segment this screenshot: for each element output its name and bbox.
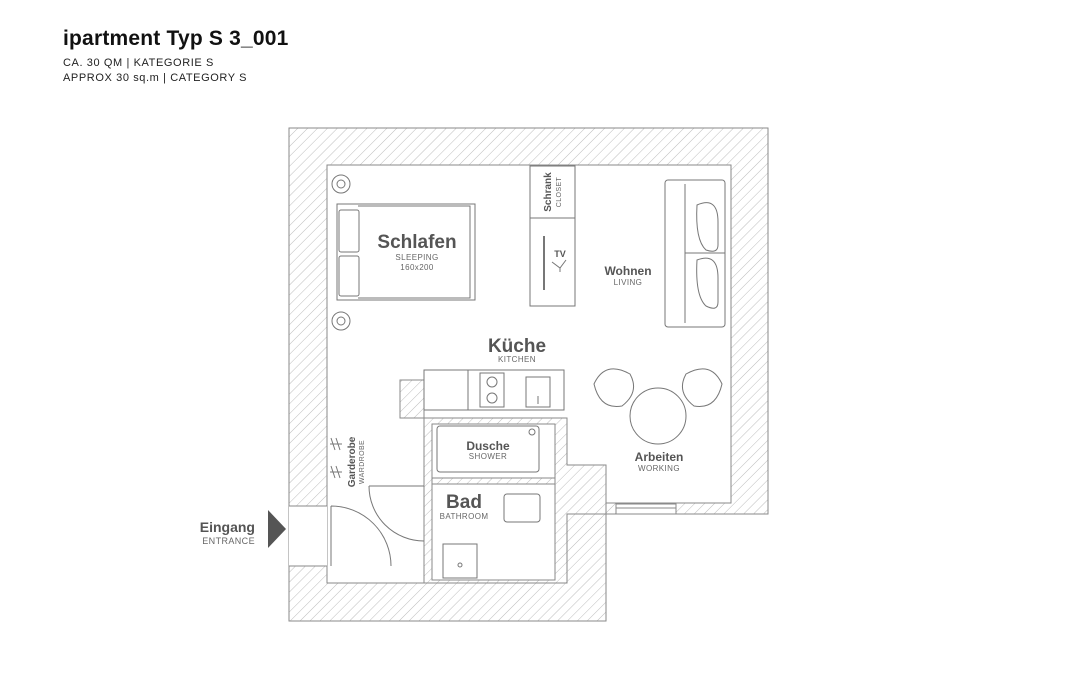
label-eingang: Eingang [200, 519, 255, 535]
label-tv: TV [554, 249, 566, 259]
label-wardrobe: WARDROBE [359, 440, 366, 484]
blanket [358, 205, 471, 299]
label-bathroom: BATHROOM [440, 512, 489, 521]
room-labels: Schlafen SLEEPING 160x200 Wohnen LIVING … [377, 232, 683, 521]
pillow-top [338, 209, 360, 253]
cushion-top [696, 202, 719, 252]
kitchen-sink [525, 376, 551, 408]
window-bottom [615, 503, 677, 515]
toilet [503, 493, 541, 523]
area-category-en: APPROX 30 sq.m | CATEGORY S [63, 72, 248, 84]
bath-partition [431, 477, 556, 485]
header: ipartment Typ S 3_001 CA. 30 QM | KATEGO… [63, 26, 289, 86]
burner-icon-1 [486, 376, 498, 388]
bathroom-wall [399, 379, 607, 584]
walls [288, 127, 769, 622]
pillow-bottom [338, 255, 360, 297]
furniture [330, 165, 726, 579]
tv-cabinet [529, 217, 576, 307]
area-category-de: CA. 30 QM | KATEGORIE S [63, 57, 214, 69]
shower-tray [436, 425, 540, 473]
label-working: WORKING [638, 464, 680, 473]
label-schrank: Schrank [543, 172, 554, 212]
entrance-opening [289, 506, 327, 566]
label-kueche: Küche [488, 336, 546, 357]
label-entrance: ENTRANCE [202, 536, 255, 546]
lamp-icon-top [331, 174, 351, 194]
tv-icon [551, 259, 567, 272]
entrance-door-swing [330, 505, 392, 567]
chair-right [681, 368, 723, 408]
washbasin [442, 543, 478, 579]
label-shower: SHOWER [469, 452, 507, 461]
label-kitchen: KITCHEN [498, 355, 536, 364]
wardrobe-hooks [330, 437, 342, 479]
label-closet: CLOSET [556, 176, 563, 207]
cooktop [479, 372, 505, 408]
label-arbeiten: Arbeiten [635, 450, 684, 464]
bed [336, 203, 476, 301]
entrance-arrow-icon [268, 510, 286, 548]
burner-icon-2 [486, 392, 498, 404]
page-title: ipartment Typ S 3_001 [63, 27, 289, 50]
cushion-bottom [696, 257, 719, 309]
label-schlafen: Schlafen [377, 232, 456, 253]
kitchen-counter [423, 369, 565, 411]
shower-drain [528, 428, 536, 436]
label-sleeping: SLEEPING [395, 253, 438, 262]
label-bad: Bad [446, 492, 482, 513]
label-bed-size: 160x200 [400, 263, 434, 272]
chair-left [593, 368, 635, 408]
label-garderobe: Garderobe [347, 436, 358, 487]
basin-drain [457, 562, 463, 568]
bath-door-swing [368, 485, 425, 542]
label-dusche: Dusche [466, 439, 510, 453]
lamp-icon-bottom [331, 311, 351, 331]
round-table [629, 387, 687, 445]
label-wohnen: Wohnen [604, 264, 651, 278]
label-living: LIVING [614, 278, 643, 287]
outer-wall [288, 127, 769, 622]
